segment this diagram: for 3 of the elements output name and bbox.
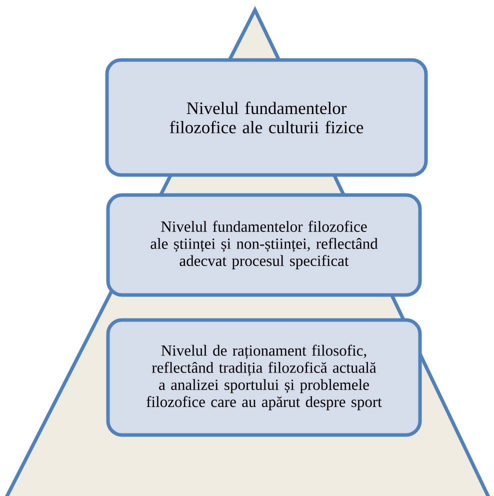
level-box: Nivelul fundamentelor filozofice ale științei și non-științei, reflectând adecvat procesul specificat xyxy=(106,193,422,297)
level-box: Nivelul fundamentelor filozofice ale culturii fizice xyxy=(105,58,428,177)
level-box: Nivelul de raționament filosofic, reflectând tradiția filozofică actuală a analizei sportului și problemele filozofice care au apărut despre sport xyxy=(106,318,422,437)
